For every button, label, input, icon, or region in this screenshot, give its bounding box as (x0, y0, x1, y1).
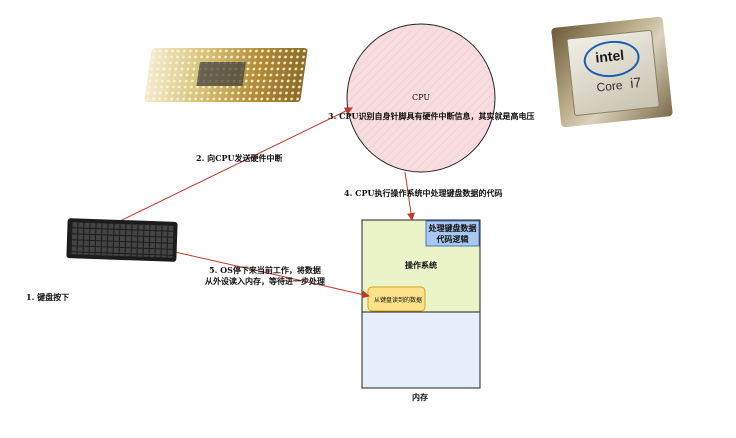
step-5-line-2: 从外设读入内存，等待进一步处理 (205, 276, 325, 286)
step-4-label: 4. CPU执行操作系统中处理键盘数据的代码 (344, 188, 503, 198)
os-label: 操作系统 (405, 260, 437, 270)
chip-model: Core (595, 78, 624, 95)
intel-chip-photo: intel Core i7 (551, 16, 673, 128)
code-handler-box (425, 220, 480, 247)
cpu-circle-hatch (347, 24, 495, 172)
step-1-label: 1. 键盘按下 (26, 292, 70, 302)
memory-label: 内存 (412, 392, 428, 402)
step-5-line-1: 5. OS停下来当前工作，将数据 (209, 265, 321, 275)
keyboard-data-label: 从键盘读到的数据 (374, 297, 423, 304)
code-handler-line-2: 代码逻辑 (436, 234, 469, 244)
cpu-pins-photo (144, 48, 308, 102)
cpu-label: CPU (412, 93, 431, 102)
step-3-label: 3. CPU识别自身针脚具有硬件中断信息，其实就是高电压 (328, 111, 535, 121)
intel-chip-face: intel Core i7 (566, 29, 660, 117)
step-5-label: 5. OS停下来当前工作，将数据 从外设读入内存，等待进一步处理 (205, 265, 325, 287)
keyboard-photo (66, 218, 178, 262)
code-handler-line-1: 处理键盘数据 (428, 223, 477, 233)
arrow-keyboard-to-cpu (117, 107, 353, 223)
code-handler-label: 处理键盘数据 代码逻辑 (426, 223, 479, 245)
arrow-keyboard-to-memory (174, 251, 370, 299)
arrow-cpu-to-os (404, 171, 415, 221)
keyboard-data-box (367, 286, 426, 312)
step-2-label: 2. 向CPU发送硬件中断 (196, 153, 283, 163)
chip-tier: i7 (629, 74, 642, 92)
memory-region (361, 311, 481, 389)
chip-brand: intel (594, 46, 625, 66)
